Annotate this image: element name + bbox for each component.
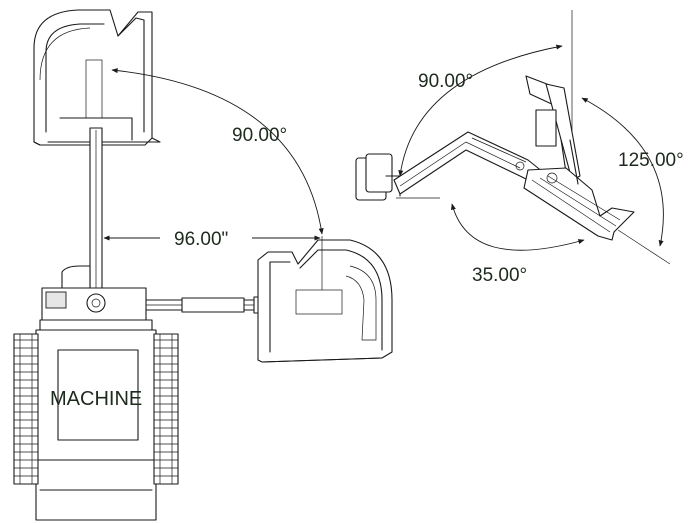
side-end-unit xyxy=(355,153,401,201)
tilt-bottom-label: 35.00° xyxy=(472,265,527,286)
boom-upper xyxy=(89,127,103,299)
side-view: 90.00° 125.00° 35.00° xyxy=(355,10,684,286)
tilt-right-label: 125.00° xyxy=(618,150,684,171)
top-view: MACHINE 90.00° 96.00" xyxy=(13,9,393,521)
head-upper xyxy=(33,9,161,146)
tilt-right-dimension xyxy=(581,97,671,265)
swing-angle-dimension xyxy=(111,68,324,290)
tilt-bottom-dimension xyxy=(451,203,585,251)
head-right xyxy=(257,239,393,363)
swing-angle-label: 90.00° xyxy=(232,125,287,146)
machine-base xyxy=(35,265,157,521)
reach-label: 96.00" xyxy=(174,229,228,250)
track-right xyxy=(153,333,179,485)
tilt-top-dimension xyxy=(396,44,563,199)
track-left xyxy=(13,333,39,485)
tilt-top-label: 90.00° xyxy=(418,71,473,92)
machine-label: MACHINE xyxy=(50,388,142,410)
